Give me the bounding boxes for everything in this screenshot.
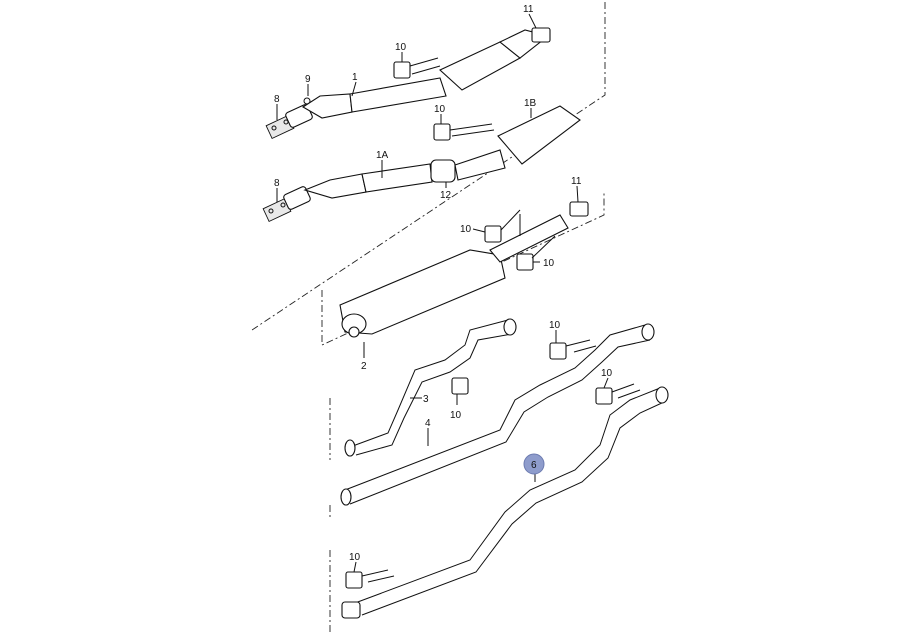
silencer-body	[339, 249, 506, 335]
rubber-mount-10	[516, 253, 534, 271]
rubber-mount-10	[433, 123, 451, 141]
label-part-3[interactable]: 3	[423, 394, 429, 405]
label-part-11-top[interactable]: 11	[523, 4, 534, 15]
gasket-bolt-hole	[280, 202, 286, 208]
mount-bracket	[565, 339, 597, 353]
mount-bracket	[361, 569, 395, 583]
label-part-10-a[interactable]: 10	[395, 42, 407, 53]
catalytic-converter-1	[439, 41, 521, 91]
pipe-tube	[349, 77, 447, 113]
rubber-mount-10	[393, 61, 411, 79]
pipe-flange	[283, 186, 311, 210]
label-part-10-c[interactable]: 10	[460, 224, 472, 235]
label-part-4[interactable]: 4	[425, 418, 431, 429]
clamp-12	[430, 159, 456, 183]
pipe-4-end	[340, 488, 352, 506]
pipe-6-lower-edge	[361, 401, 665, 616]
pipe-4-lower-edge	[349, 339, 651, 505]
pipe-3-lower-edge	[355, 333, 513, 456]
label-part-8-bottom[interactable]: 8	[274, 178, 280, 189]
pipe-4-end	[641, 323, 655, 341]
rubber-mount-10	[549, 342, 567, 360]
clamp-11	[569, 201, 589, 217]
gasket-bolt-hole	[268, 208, 274, 214]
rubber-mount-10	[595, 387, 613, 405]
centre-silencer-2	[339, 201, 589, 338]
pipe-6-clamp	[341, 601, 361, 619]
mount-bracket	[449, 123, 495, 137]
pipe-3	[344, 318, 517, 457]
label-part-1[interactable]: 1	[352, 72, 358, 83]
pipe-4-upper-edge	[344, 324, 646, 491]
label-part-10-e[interactable]: 10	[549, 320, 561, 331]
rubber-mount-10	[345, 571, 363, 589]
label-part-6[interactable]: 6	[531, 460, 537, 471]
flex-section	[303, 173, 367, 199]
label-part-1a[interactable]: 1A	[376, 150, 389, 161]
catalytic-converter-1b	[497, 105, 581, 165]
label-part-12[interactable]: 12	[440, 190, 452, 201]
front-pipe-1	[265, 27, 551, 140]
part-labels: 1 1A 1B 2 3 4 6 8 8 9 10 10 10 10 10 10 …	[274, 4, 613, 563]
label-part-10-h[interactable]: 10	[349, 552, 361, 563]
pipe-3-end	[503, 318, 517, 336]
label-part-2[interactable]: 2	[361, 361, 367, 372]
label-part-1b[interactable]: 1B	[524, 98, 537, 109]
mount-bracket	[409, 57, 441, 75]
rubber-mount-10	[484, 225, 502, 243]
label-part-10-d[interactable]: 10	[543, 258, 555, 269]
label-part-10-f[interactable]: 10	[450, 410, 462, 421]
rubber-mount-10	[451, 377, 469, 395]
gasket-bolt-hole	[271, 125, 277, 131]
part-6-highlight-marker[interactable]	[523, 453, 545, 475]
mount-bracket	[500, 209, 556, 259]
pipe-4	[340, 323, 655, 506]
label-part-8-top[interactable]: 8	[274, 94, 280, 105]
front-pipe-1a	[262, 105, 581, 223]
clamp-11	[531, 27, 551, 43]
pipe-3-end	[344, 439, 356, 457]
label-part-10-g[interactable]: 10	[601, 368, 613, 379]
leader-lines	[276, 13, 609, 573]
label-part-10-b[interactable]: 10	[434, 104, 446, 115]
silencer-inlet-pipe	[489, 214, 569, 263]
mount-bracket	[611, 383, 641, 399]
pipe-3-upper-edge	[349, 319, 509, 448]
label-part-11-mid[interactable]: 11	[571, 176, 582, 187]
pipe-tube	[454, 149, 506, 181]
label-part-9[interactable]: 9	[305, 74, 311, 85]
pipe-6-upper-edge	[354, 387, 661, 604]
pipe-6-end	[655, 386, 669, 404]
silencer-outlet	[348, 326, 360, 338]
pipe-tube	[361, 163, 433, 193]
